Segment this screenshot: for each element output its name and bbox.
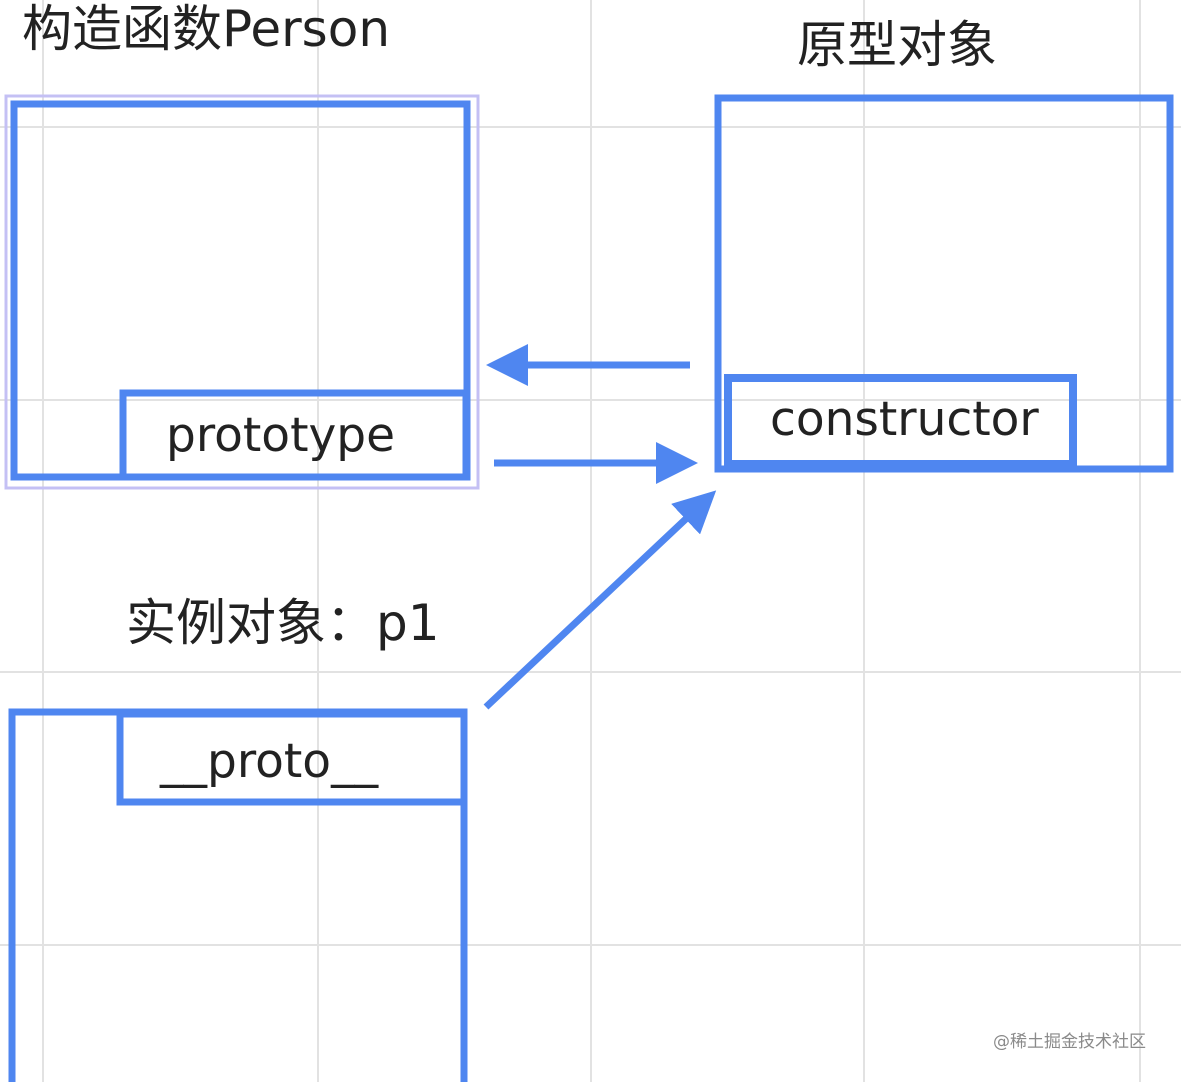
prototype-slot xyxy=(119,389,470,481)
proto-slot-label: __proto__ xyxy=(160,734,379,789)
instance-object-title: 实例对象：p1 xyxy=(126,594,440,652)
prototype-object-box xyxy=(714,94,1174,473)
selection-outline xyxy=(4,94,480,490)
watermark: @稀土掘金技术社区 xyxy=(993,1032,1146,1052)
prototype-object-title: 原型对象 xyxy=(797,16,997,74)
prototype-slot-label: prototype xyxy=(166,408,396,463)
constructor-function-title: 构造函数Person xyxy=(22,0,391,58)
arrow-proto-to-object xyxy=(483,490,717,710)
proto-slot xyxy=(116,710,468,806)
constructor-slot xyxy=(724,374,1077,468)
constructor-slot-label: constructor xyxy=(770,392,1039,447)
